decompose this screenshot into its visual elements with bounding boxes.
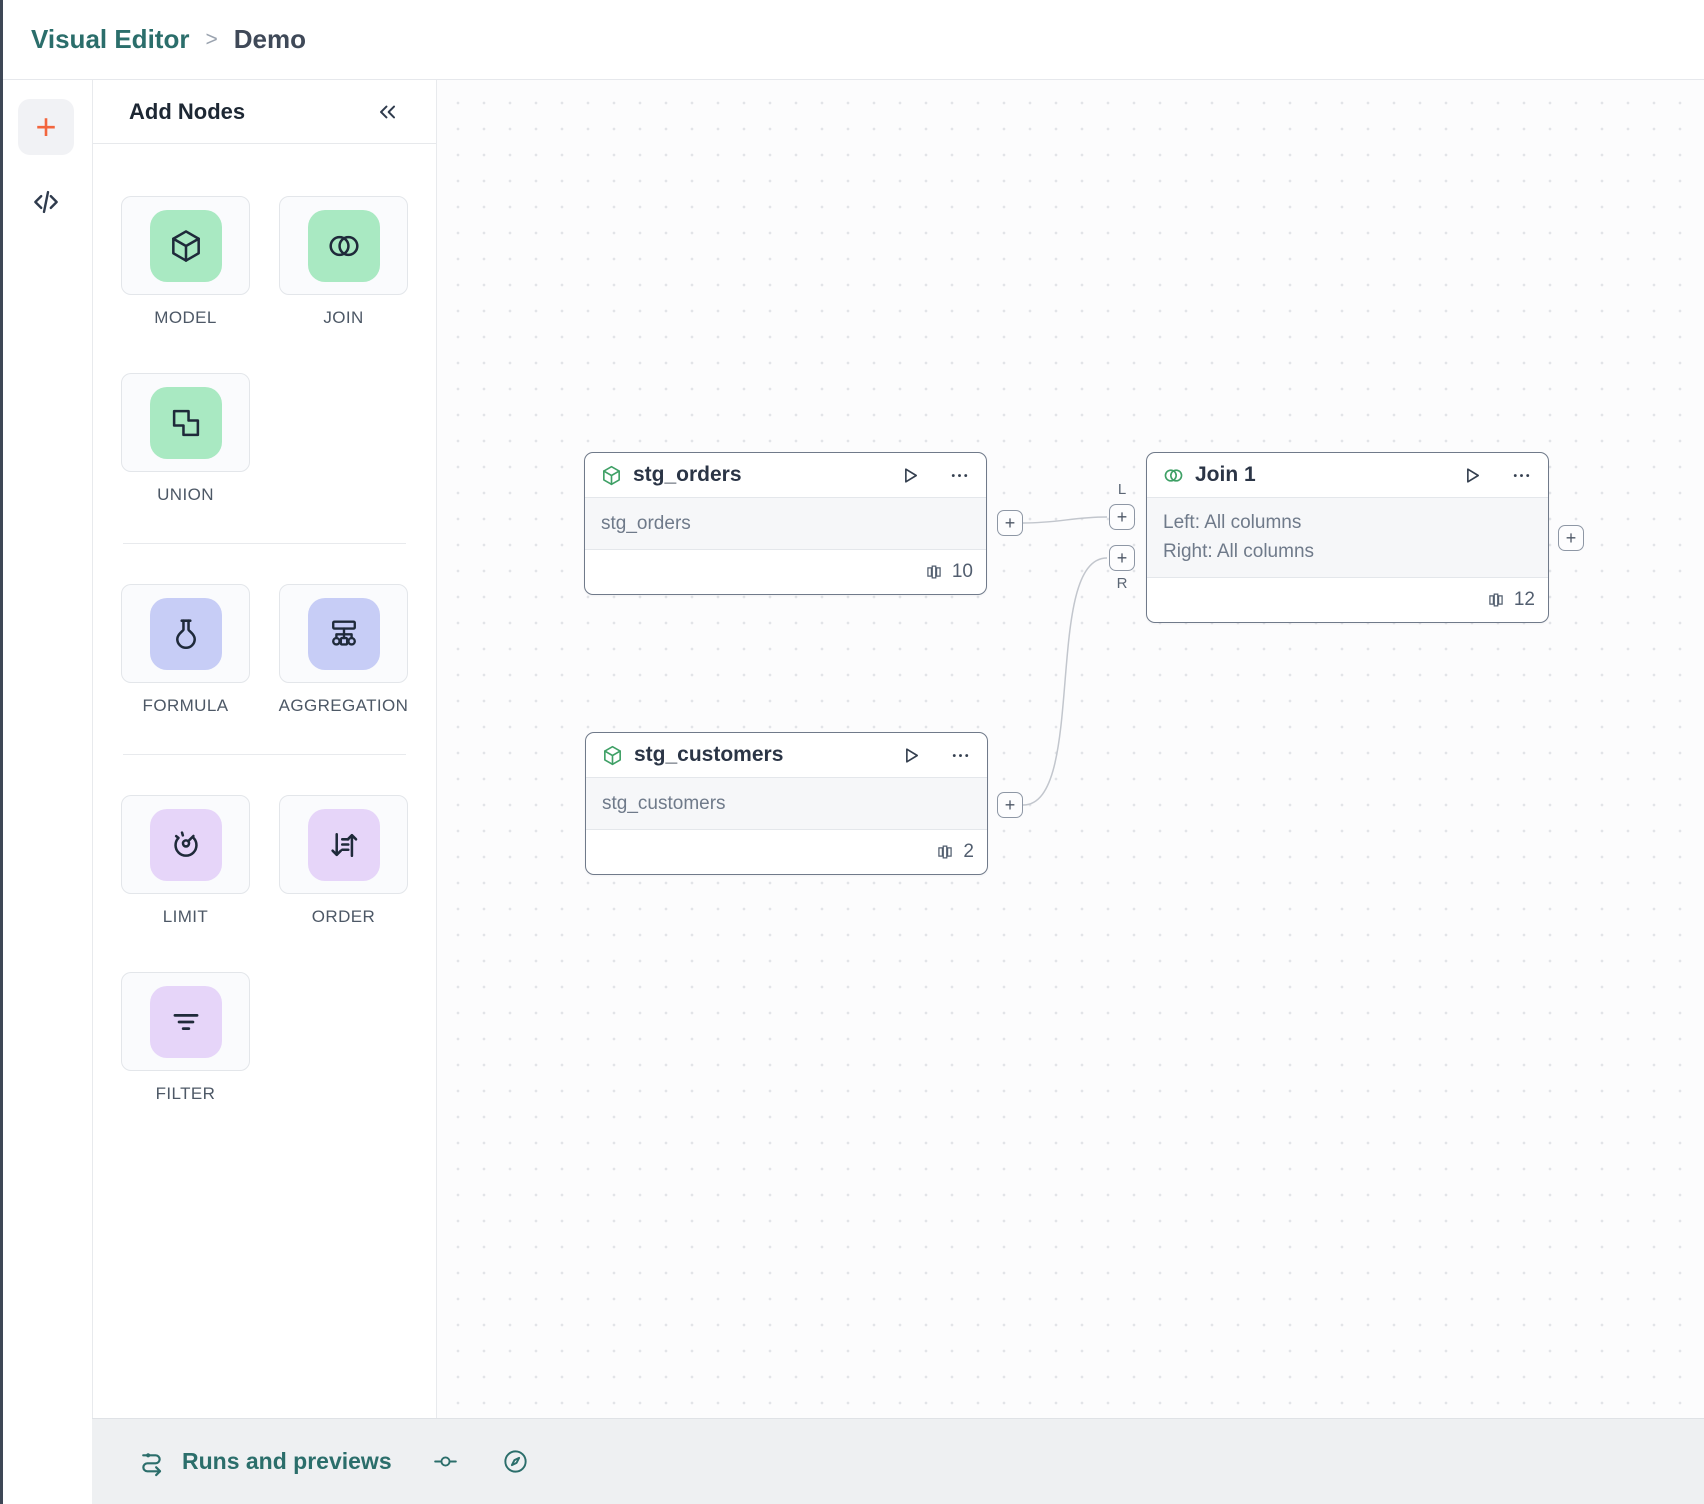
palette-group-sources: MODEL JOIN <box>121 196 408 505</box>
join-right-config: Right: All columns <box>1163 541 1315 562</box>
edge-orders-to-join-left <box>1022 516 1108 524</box>
node-menu-button[interactable] <box>948 464 971 487</box>
run-node-button[interactable] <box>899 744 922 767</box>
commit-button[interactable] <box>432 1448 459 1475</box>
plus-icon: + <box>35 106 57 147</box>
palette-item-label: JOIN <box>323 308 364 327</box>
code-view-button[interactable] <box>30 186 62 218</box>
join-right-port-label: R <box>1116 575 1128 592</box>
chevron-double-left-icon <box>374 99 400 125</box>
gauge-icon <box>149 808 222 881</box>
filter-lines-icon <box>149 985 222 1058</box>
ellipsis-icon <box>948 464 971 487</box>
palette-item-label: AGGREGATION <box>278 696 409 715</box>
columns-icon <box>935 842 955 862</box>
breadcrumb-root-link[interactable]: Visual Editor <box>31 24 190 54</box>
flow-runs-icon <box>136 1446 167 1477</box>
palette-item-label: ORDER <box>311 907 376 926</box>
columns-icon <box>924 562 944 582</box>
palette-item-label: MODEL <box>154 308 217 327</box>
run-node-button[interactable] <box>1460 464 1483 487</box>
play-icon <box>1460 464 1483 487</box>
ellipsis-icon <box>1510 464 1533 487</box>
column-count: 10 <box>951 561 973 582</box>
breadcrumb-separator: > <box>205 27 218 51</box>
runs-and-previews-label: Runs and previews <box>182 1448 392 1474</box>
flask-icon <box>149 597 222 670</box>
palette-item-join[interactable]: JOIN <box>279 196 408 328</box>
node-menu-button[interactable] <box>1510 464 1533 487</box>
port-join-output[interactable]: + <box>1558 525 1584 551</box>
palette-item-formula[interactable]: FORMULA <box>121 584 250 716</box>
hierarchy-icon <box>307 597 380 670</box>
node-title: Join 1 <box>1195 463 1256 486</box>
overlapping-circles-icon <box>1162 464 1185 487</box>
breadcrumb-current: Demo <box>233 24 306 54</box>
node-palette: MODEL JOIN <box>93 144 436 1104</box>
join-left-config: Left: All columns <box>1163 512 1302 533</box>
left-toolbar-rail: + <box>0 80 92 1504</box>
column-count: 12 <box>1513 589 1535 610</box>
palette-item-order[interactable]: ORDER <box>279 795 408 927</box>
add-nodes-panel-header: Add Nodes <box>93 80 436 144</box>
column-count: 2 <box>963 841 974 862</box>
palette-item-filter[interactable]: FILTER <box>121 972 250 1104</box>
palette-item-label: UNION <box>157 485 214 504</box>
node-join-1[interactable]: Join 1 Left: All columns Right: All colu… <box>1146 452 1549 623</box>
edge-customers-to-join-right <box>1022 557 1108 806</box>
palette-item-label: FORMULA <box>142 696 229 715</box>
node-stg-customers[interactable]: stg_customers stg_customers <box>585 732 988 875</box>
join-left-port-label: L <box>1117 481 1127 498</box>
palette-item-label: FILTER <box>155 1084 216 1103</box>
node-title: stg_orders <box>633 463 742 486</box>
add-node-button[interactable]: + <box>18 99 74 155</box>
cube-icon <box>149 209 222 282</box>
compass-icon <box>501 1447 530 1476</box>
run-node-button[interactable] <box>898 464 921 487</box>
node-source-name: stg_orders <box>585 497 986 550</box>
port-join-left-input[interactable]: + <box>1109 504 1135 530</box>
collapse-panel-button[interactable] <box>374 99 400 125</box>
overlapping-circles-icon <box>307 209 380 282</box>
cube-icon <box>601 744 624 767</box>
port-stg-orders-output[interactable]: + <box>997 510 1023 536</box>
add-nodes-panel: Add Nodes <box>92 80 437 1418</box>
palette-item-model[interactable]: MODEL <box>121 196 250 328</box>
play-icon <box>899 744 922 767</box>
node-source-name: stg_customers <box>586 777 987 830</box>
palette-divider <box>123 754 406 755</box>
palette-item-union[interactable]: UNION <box>121 373 250 505</box>
port-stg-customers-output[interactable]: + <box>997 792 1023 818</box>
play-icon <box>898 464 921 487</box>
commit-icon <box>432 1448 459 1475</box>
port-join-right-input[interactable]: + <box>1109 545 1135 571</box>
cube-icon <box>600 464 623 487</box>
runs-and-previews-button[interactable]: Runs and previews <box>136 1446 392 1477</box>
overlapping-squares-icon <box>149 386 222 459</box>
sort-arrows-icon <box>307 808 380 881</box>
code-brackets-icon <box>30 186 62 218</box>
palette-item-aggregation[interactable]: AGGREGATION <box>279 584 408 716</box>
ellipsis-icon <box>949 744 972 767</box>
node-join-config: Left: All columns Right: All columns <box>1147 497 1548 578</box>
pipeline-canvas[interactable]: stg_orders stg_orders <box>437 80 1704 1418</box>
explore-button[interactable] <box>501 1447 530 1476</box>
window-left-edge <box>0 0 3 1504</box>
palette-item-label: LIMIT <box>162 907 209 926</box>
columns-icon <box>1486 590 1506 610</box>
palette-item-limit[interactable]: LIMIT <box>121 795 250 927</box>
status-bar: Runs and previews <box>92 1418 1704 1504</box>
node-menu-button[interactable] <box>949 744 972 767</box>
node-title: stg_customers <box>634 743 784 766</box>
header-bar: Visual Editor > Demo <box>0 0 1704 80</box>
palette-group-transforms: FORMULA A <box>121 584 408 716</box>
node-stg-orders[interactable]: stg_orders stg_orders <box>584 452 987 595</box>
palette-group-filters: LIMIT ORDER <box>121 795 408 1104</box>
panel-title: Add Nodes <box>129 98 246 124</box>
palette-divider <box>123 543 406 544</box>
